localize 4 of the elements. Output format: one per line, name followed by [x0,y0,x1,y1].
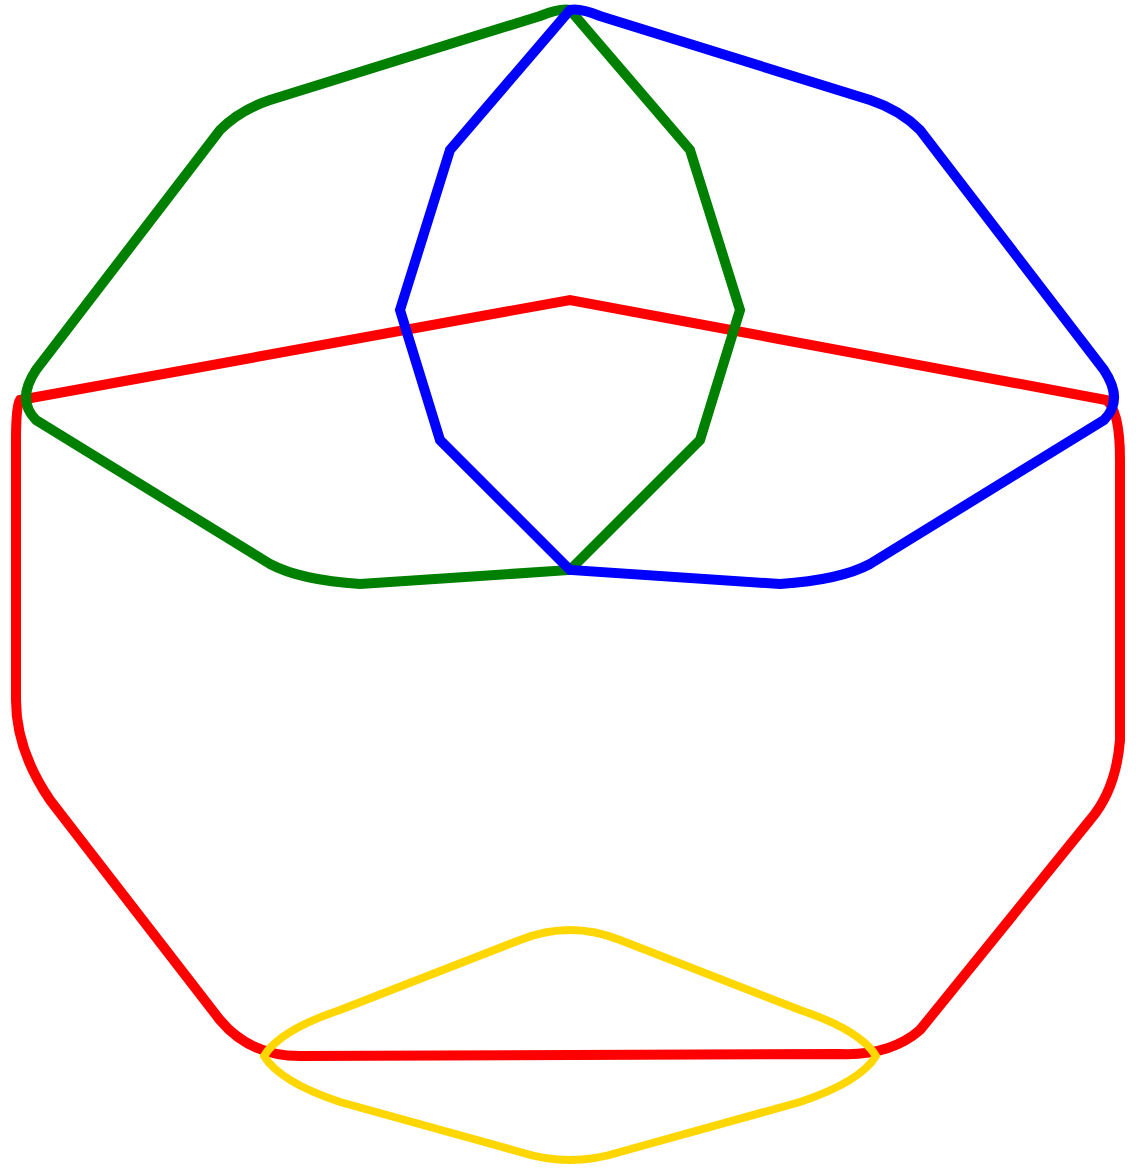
lens-outline [260,926,880,1164]
hexagon-outline [21,4,745,589]
hexagon-outline [395,4,1119,589]
hexagon-outline [11,295,1125,1061]
